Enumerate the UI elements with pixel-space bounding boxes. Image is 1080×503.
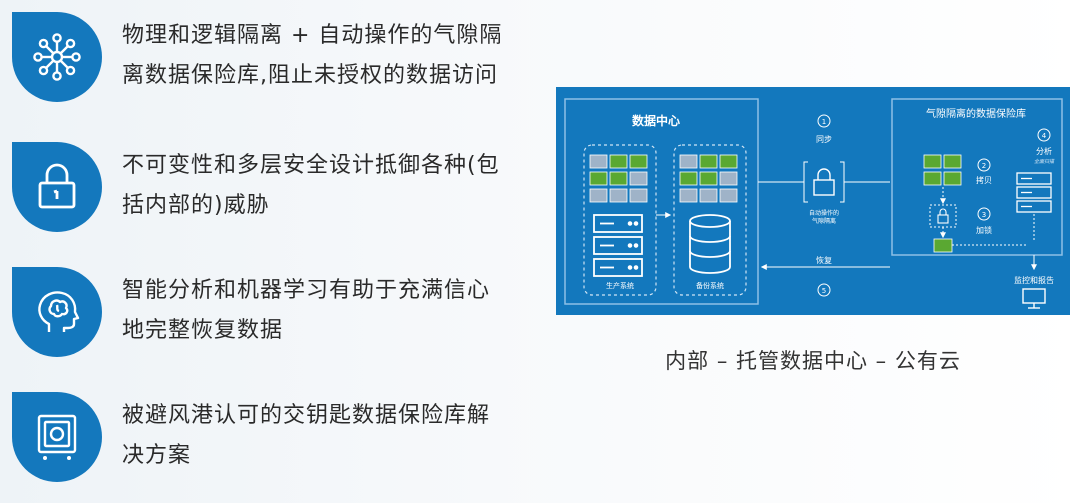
feature-text: 不可变性和多层安全设计抵御各种(包 括内部的)威胁: [122, 146, 542, 226]
vault-server-icon: [1016, 172, 1052, 213]
monitor-label: 监控和报告: [1014, 275, 1054, 285]
backup-file-grid: [679, 154, 738, 203]
server-stack-icon: [593, 214, 643, 277]
monitor-icon: [1022, 288, 1046, 309]
airgap-label-line-2: 气隙隔离: [812, 217, 836, 225]
feature-turnkey: 被避风港认可的交钥匙数据保险库解 决方案: [12, 392, 542, 492]
feature-immutability: 不可变性和多层安全设计抵御各种(包 括内部的)威胁: [12, 142, 542, 242]
production-label: 生产系统: [606, 281, 634, 290]
vault-box: [891, 98, 1063, 256]
vault-lock-icon: [937, 208, 949, 224]
data-center-title: 数据中心: [632, 113, 680, 128]
feature-badge: [12, 392, 102, 482]
feature-line-2: 括内部的)威胁: [122, 193, 270, 218]
restore-label: 恢复: [816, 255, 832, 265]
feature-line-1: 不可变性和多层安全设计抵御各种(包: [122, 153, 500, 178]
step-4-label: 分析: [1036, 146, 1052, 156]
feature-line-2: 地完整恢复数据: [122, 318, 284, 343]
airgap-bracket-right: [840, 161, 845, 203]
brain-head-icon: [38, 291, 80, 332]
vault-safe-icon: [37, 414, 77, 460]
step-2-label: 拷贝: [976, 175, 992, 185]
step-1-number: 1: [822, 118, 826, 126]
feature-text: 被避风港认可的交钥匙数据保险库解 决方案: [122, 396, 542, 476]
deployment-caption: 内部 – 托管数据中心 – 公有云: [665, 349, 961, 373]
feature-line-1: 物理和逻辑隔离 + 自动操作的气隙隔: [122, 23, 503, 48]
vault-title: 气隙隔离的数据保险库: [926, 107, 1026, 120]
feature-isolation: 物理和逻辑隔离 + 自动操作的气隙隔 离数据保险库,阻止未授权的数据访问: [12, 12, 542, 112]
step-1-badge: [817, 114, 831, 128]
database-icon: [689, 214, 731, 274]
step-3-label: 加锁: [976, 225, 992, 235]
vault-file-grid: [923, 154, 962, 186]
production-group: [583, 144, 657, 296]
padlock-icon: [38, 163, 76, 209]
feature-analytics: 智能分析和机器学习有助于充满信心 地完整恢复数据: [12, 267, 542, 367]
step-3-number: 3: [982, 211, 986, 219]
step-3-badge: [977, 207, 991, 221]
step-4-number: 4: [1042, 132, 1047, 140]
feature-line-1: 智能分析和机器学习有助于充满信心: [122, 278, 491, 303]
backup-label: 备份系统: [696, 281, 724, 290]
airgap-vault-diagram: 数据中心 生产系统: [556, 87, 1070, 315]
step-5-badge: [817, 283, 831, 297]
step-2-number: 2: [982, 162, 986, 170]
backup-group: [673, 144, 747, 296]
step-5-number: 5: [822, 287, 826, 295]
feature-line-2: 决方案: [122, 443, 192, 468]
airgap-lock-icon: [813, 168, 835, 196]
feature-badge: [12, 267, 102, 357]
feature-text: 智能分析和机器学习有助于充满信心 地完整恢复数据: [122, 271, 542, 351]
feature-badge: [12, 142, 102, 232]
feature-line-1: 被避风港认可的交钥匙数据保险库解: [122, 403, 491, 428]
data-center-box: [564, 98, 759, 305]
network-nodes-icon: [33, 33, 81, 81]
locked-file-tile: [933, 238, 953, 253]
production-file-grid: [589, 154, 648, 203]
step-4-badge: [1037, 128, 1051, 142]
step-1-label: 同步: [816, 135, 832, 144]
feature-line-2: 离数据保险库,阻止未授权的数据访问: [122, 63, 498, 88]
airgap-bracket-left: [803, 161, 808, 203]
feature-text: 物理和逻辑隔离 + 自动操作的气隙隔 离数据保险库,阻止未授权的数据访问: [122, 16, 542, 96]
step-2-badge: [977, 158, 991, 172]
step-4-sub: 全面扫描: [1034, 158, 1055, 165]
feature-badge: [12, 12, 102, 102]
airgap-label-line-1: 自动操作的: [809, 209, 839, 217]
